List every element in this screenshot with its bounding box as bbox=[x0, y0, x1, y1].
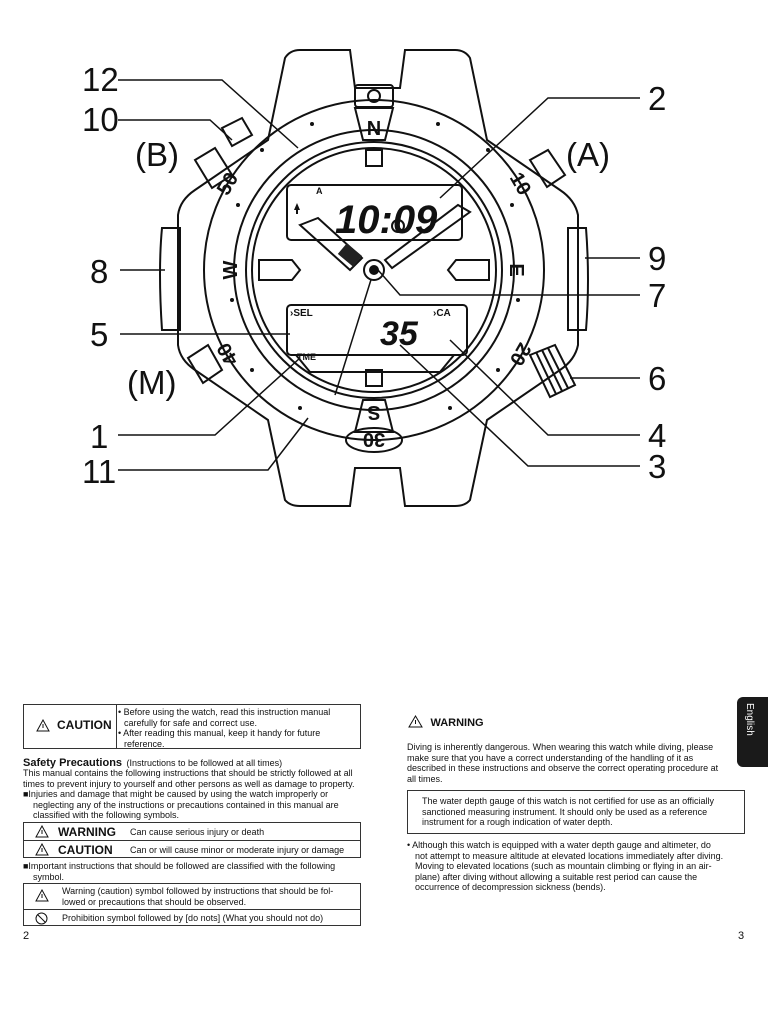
callout-5: 5 bbox=[90, 316, 109, 353]
callout-9: 9 bbox=[648, 240, 667, 277]
callout-6: 6 bbox=[648, 360, 667, 397]
upper-lcd bbox=[286, 184, 463, 241]
lcd-a-indicator: A bbox=[316, 186, 323, 196]
box-line-2: sanctioned measuring instrument. It shou… bbox=[422, 806, 708, 817]
depth-gauge-note-box: The water depth gauge of this watch is n… bbox=[407, 790, 745, 834]
watch-diagram: N S E W 50 10 20 40 30 10:09 A 35 ›SEL ›… bbox=[118, 49, 640, 507]
button-m bbox=[186, 343, 224, 385]
bezel-10: 10 bbox=[505, 169, 535, 199]
level-warning-desc: Can cause serious injury or death bbox=[130, 827, 265, 837]
level-caution-label: CAUTION bbox=[58, 843, 113, 857]
bezel-40: 40 bbox=[213, 339, 243, 369]
warn-symbol-line-2: lowed or precautions that should be obse… bbox=[62, 896, 247, 907]
warning-triangle-icon bbox=[35, 825, 49, 838]
dive-line-2: make sure that you have a correct unders… bbox=[407, 752, 694, 763]
bezel-s: S bbox=[367, 401, 380, 423]
box-line-1: The water depth gauge of this watch is n… bbox=[422, 796, 714, 806]
bezel-30: 30 bbox=[363, 428, 385, 450]
callout-11: 11 bbox=[82, 453, 117, 490]
callout-4: 4 bbox=[648, 417, 667, 454]
dive-line-4: all times. bbox=[407, 773, 443, 784]
bezel-n: N bbox=[367, 118, 381, 140]
dive-line-1: Diving is inherently dangerous. When wea… bbox=[407, 742, 714, 752]
injury-line-1: ■Injuries and damage that might be cause… bbox=[23, 789, 329, 799]
lcd-tme: TME bbox=[297, 352, 316, 362]
bullet-line-1: • Although this watch is equipped with a… bbox=[407, 840, 711, 850]
warn-symbol-line-1: Warning (caution) symbol followed by ins… bbox=[62, 886, 334, 896]
bezel-w: W bbox=[220, 260, 242, 279]
callout-1: 1 bbox=[90, 418, 109, 455]
caution-bullet-1a: • Before using the watch, read this inst… bbox=[118, 707, 331, 717]
button-b bbox=[193, 146, 234, 190]
bullet-line-3: Moving to elevated locations (such as mo… bbox=[415, 861, 712, 871]
prohibit-symbol-text: Prohibition symbol followed by [do nots]… bbox=[62, 913, 324, 923]
prohibition-icon bbox=[35, 912, 48, 925]
intro-line-1: This manual contains the following instr… bbox=[23, 768, 353, 778]
lcd-ca: ›CA bbox=[433, 308, 451, 319]
callout-10: 10 bbox=[82, 101, 119, 138]
bezel-inner bbox=[233, 129, 515, 411]
bezel-50: 50 bbox=[213, 169, 243, 199]
bezel-20: 20 bbox=[505, 339, 535, 369]
callout-a: (A) bbox=[566, 136, 610, 173]
intro-line-2: times to prevent injury to yourself and … bbox=[23, 778, 355, 789]
box-line-3: instrument for a rough indication of wat… bbox=[422, 817, 613, 827]
caution-bullet-1b: carefully for safe and correct use. bbox=[124, 717, 258, 728]
bezel-e: E bbox=[505, 263, 527, 276]
callout-7: 7 bbox=[648, 277, 667, 314]
levels-table: WARNING Can cause serious injury or deat… bbox=[23, 822, 361, 858]
callout-2: 2 bbox=[648, 80, 667, 117]
lcd-sel: ›SEL bbox=[290, 308, 313, 319]
language-tab-label: English bbox=[744, 703, 755, 736]
language-tab: English bbox=[737, 697, 768, 767]
caution-triangle-icon bbox=[35, 843, 49, 856]
caution-bullet-2a: • After reading this manual, keep it han… bbox=[118, 728, 321, 738]
callout-12: 12 bbox=[82, 61, 119, 98]
callout-8: 8 bbox=[90, 253, 109, 290]
button-a bbox=[528, 148, 567, 189]
injury-line-2: neglecting any of the instructions or pr… bbox=[33, 799, 339, 810]
hour-hand bbox=[298, 216, 364, 272]
bullet-line-2: not attempt to measure altitude at eleva… bbox=[415, 850, 724, 861]
watch-case bbox=[177, 49, 579, 507]
caution-box: CAUTION • Before using the watch, read t… bbox=[23, 704, 361, 749]
injury-line-3: classified with the following symbols. bbox=[33, 810, 180, 820]
level-caution-desc: Can or will cause minor or moderate inju… bbox=[130, 845, 345, 855]
lcd-depth: 35 bbox=[380, 315, 419, 353]
callout-3: 3 bbox=[648, 448, 667, 485]
minute-hand bbox=[383, 203, 472, 270]
warning-triangle-icon bbox=[408, 715, 423, 728]
page-number-right: 3 bbox=[738, 930, 745, 942]
lcd-time: 10:09 bbox=[335, 198, 438, 242]
bullet-line-4: plane) after diving without allowing a s… bbox=[415, 871, 698, 882]
dive-line-3: described in these instructions and obse… bbox=[407, 763, 719, 773]
caution-label: CAUTION bbox=[57, 718, 112, 732]
caution-bullet-2b: reference. bbox=[124, 738, 165, 749]
symbols-table: Warning (caution) symbol followed by ins… bbox=[23, 883, 361, 926]
bullet-line-5: occurrence of decompression sickness (be… bbox=[415, 882, 606, 892]
warning-triangle-icon bbox=[36, 719, 50, 732]
page-number-left: 2 bbox=[23, 930, 30, 942]
important-line-1: ■Important instructions that should be f… bbox=[23, 861, 336, 871]
warning-label: WARNING bbox=[430, 717, 484, 729]
crown-knob bbox=[528, 343, 577, 399]
level-warning-label: WARNING bbox=[58, 825, 116, 839]
callout-b: (B) bbox=[135, 136, 179, 173]
warning-symbol-icon bbox=[35, 889, 49, 902]
safety-heading-note: (Instructions to be followed at all time… bbox=[126, 758, 283, 768]
safety-heading: Safety Precautions bbox=[23, 757, 123, 769]
important-line-2: symbol. bbox=[33, 871, 65, 882]
bezel-outer bbox=[203, 99, 545, 441]
callout-m: (M) bbox=[127, 364, 177, 401]
